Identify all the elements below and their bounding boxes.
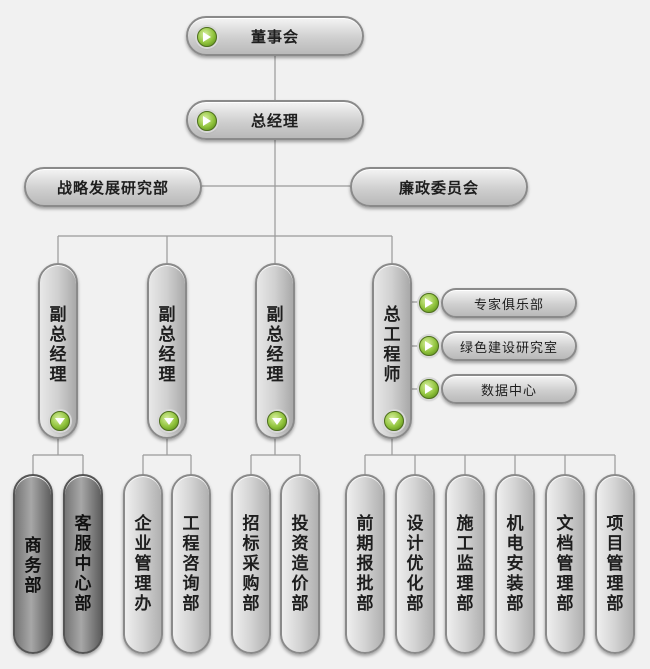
arrow-icon [419, 379, 439, 399]
department-node[interactable]: 企 业 管 理 办 [123, 474, 163, 654]
integrity-committee-node[interactable]: 廉政委员会 [350, 167, 528, 207]
department-label: 前 期 报 批 部 [356, 514, 374, 614]
department-label: 商 务 部 [24, 536, 42, 596]
department-label: 招 标 采 购 部 [242, 514, 260, 614]
department-label: 企 业 管 理 办 [134, 514, 152, 614]
arrow-icon [197, 111, 217, 131]
strategy-dept-label: 战略发展研究部 [56, 178, 169, 197]
deputy-label: 副 总 经 理 [49, 305, 67, 385]
green-research-node[interactable]: 绿色建设研究室 [441, 331, 577, 361]
department-label: 工 程 咨 询 部 [182, 514, 200, 614]
department-label: 机 电 安 装 部 [506, 514, 524, 614]
department-node[interactable]: 前 期 报 批 部 [345, 474, 385, 654]
department-node[interactable]: 项 目 管 理 部 [595, 474, 635, 654]
department-node[interactable]: 设 计 优 化 部 [395, 474, 435, 654]
deputy-label: 副 总 经 理 [158, 305, 176, 385]
arrow-down-icon [159, 411, 179, 431]
department-node[interactable]: 商 务 部 [13, 474, 53, 654]
department-node[interactable]: 机 电 安 装 部 [495, 474, 535, 654]
arrow-down-icon [50, 411, 70, 431]
arrow-icon [419, 336, 439, 356]
department-label: 设 计 优 化 部 [406, 514, 424, 614]
general-manager-label: 总经理 [250, 111, 299, 130]
department-node[interactable]: 客 服 中 心 部 [63, 474, 103, 654]
chief-engineer-node[interactable]: 总 工 程 师 [372, 263, 412, 439]
board-label: 董事会 [250, 27, 299, 46]
integrity-committee-label: 廉政委员会 [398, 178, 479, 197]
deputy-label: 副 总 经 理 [266, 305, 284, 385]
strategy-dept-node[interactable]: 战略发展研究部 [24, 167, 202, 207]
department-label: 施 工 监 理 部 [456, 514, 474, 614]
deputy-node[interactable]: 副 总 经 理 [147, 263, 187, 439]
department-node[interactable]: 施 工 监 理 部 [445, 474, 485, 654]
department-label: 投 资 造 价 部 [291, 514, 309, 614]
deputy-node[interactable]: 副 总 经 理 [255, 263, 295, 439]
arrow-down-icon [267, 411, 287, 431]
department-node[interactable]: 招 标 采 购 部 [231, 474, 271, 654]
arrow-down-icon [384, 411, 404, 431]
board-node[interactable]: 董事会 [186, 16, 364, 56]
department-node[interactable]: 文 档 管 理 部 [545, 474, 585, 654]
general-manager-node[interactable]: 总经理 [186, 100, 364, 140]
department-node[interactable]: 投 资 造 价 部 [280, 474, 320, 654]
arrow-icon [419, 293, 439, 313]
data-center-label: 数据中心 [480, 383, 537, 399]
chief-engineer-label: 总 工 程 师 [383, 305, 401, 385]
deputy-node[interactable]: 副 总 经 理 [38, 263, 78, 439]
department-label: 客 服 中 心 部 [74, 514, 92, 614]
green-research-label: 绿色建设研究室 [459, 340, 558, 356]
department-label: 项 目 管 理 部 [606, 514, 624, 614]
arrow-icon [197, 27, 217, 47]
department-node[interactable]: 工 程 咨 询 部 [171, 474, 211, 654]
data-center-node[interactable]: 数据中心 [441, 374, 577, 404]
expert-club-label: 专家俱乐部 [473, 297, 544, 313]
expert-club-node[interactable]: 专家俱乐部 [441, 288, 577, 318]
department-label: 文 档 管 理 部 [556, 514, 574, 614]
